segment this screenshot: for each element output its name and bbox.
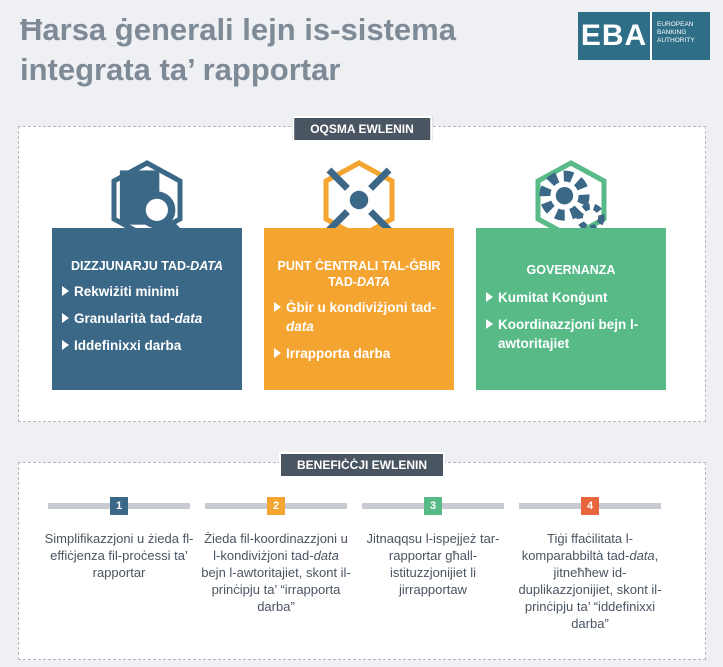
title-line-1: Ħarsa ġenerali lejn is-sistema bbox=[20, 12, 456, 47]
logo-line-2: BANKING bbox=[657, 29, 687, 36]
list-item: Ġbir u kondiviżjoni tad-data bbox=[274, 298, 444, 336]
benefit-number-badge: 1 bbox=[110, 497, 128, 515]
box-title: GOVERNANZA bbox=[526, 263, 616, 277]
benefit-number-badge: 2 bbox=[267, 497, 285, 515]
benefit-text: Żieda fil-koordinazzjoni u l-kondiviżjon… bbox=[201, 531, 351, 614]
benefits-panel: BENEFIĊĊJI EWLENIN bbox=[18, 452, 706, 660]
eba-logo: EBA EUROPEAN BANKING AUTHORITY bbox=[578, 12, 710, 60]
box-title: PUNT ĊENTRALI TAL-ĠBIR TAD-DATA bbox=[277, 259, 441, 289]
title-line-2: integrata ta’ rapportar bbox=[20, 52, 341, 87]
benefit-number-badge: 3 bbox=[424, 497, 442, 515]
benefits-label: BENEFIĊĊJI EWLENIN bbox=[278, 452, 446, 478]
collect-arrows-icon bbox=[322, 160, 396, 240]
central-data-collection-box: PUNT ĊENTRALI TAL-ĠBIR TAD-DATA Ġbir u k… bbox=[264, 228, 454, 390]
list-item: Rekwiżiti minimi bbox=[62, 282, 232, 301]
logo-line-1: EUROPEAN bbox=[657, 21, 694, 28]
box-title: DIZZJUNARJU TAD-DATA bbox=[70, 259, 224, 273]
list-item: Kumitat Konġunt bbox=[486, 288, 656, 307]
logo-fullname: EUROPEAN BANKING AUTHORITY bbox=[650, 12, 710, 60]
benefit-number-badge: 4 bbox=[581, 497, 599, 515]
governance-box: GOVERNANZA Kumitat Konġunt Koordinazzjon… bbox=[476, 228, 666, 390]
benefit-text: Simplifikazzjoni u żieda fl-effiċjenza f… bbox=[44, 531, 194, 580]
benefit-text: Tiġi ffaċilitata l-komparabbiltà tad-dat… bbox=[518, 531, 662, 631]
benefit-text: Jitnaqqsu l-ispejjeż tar-rapportar għall… bbox=[366, 531, 500, 597]
page-title: Ħarsa ġenerali lejn is-sistema integrata… bbox=[20, 10, 540, 90]
list-item: Iddefinixxi darba bbox=[62, 336, 232, 355]
list-item: Granularità tad-data bbox=[62, 309, 232, 328]
data-dictionary-box: DIZZJUNARJU TAD-DATA Rekwiżiti minimi Gr… bbox=[52, 228, 242, 390]
key-elements-label: OQSMA EWLENIN bbox=[292, 116, 432, 142]
logo-line-3: AUTHORITY bbox=[657, 37, 695, 44]
logo-acronym: EBA bbox=[578, 12, 650, 60]
list-item: Irrapporta darba bbox=[274, 344, 444, 363]
list-item: Koordinazzjoni bejn l-awtoritajiet bbox=[486, 315, 656, 353]
